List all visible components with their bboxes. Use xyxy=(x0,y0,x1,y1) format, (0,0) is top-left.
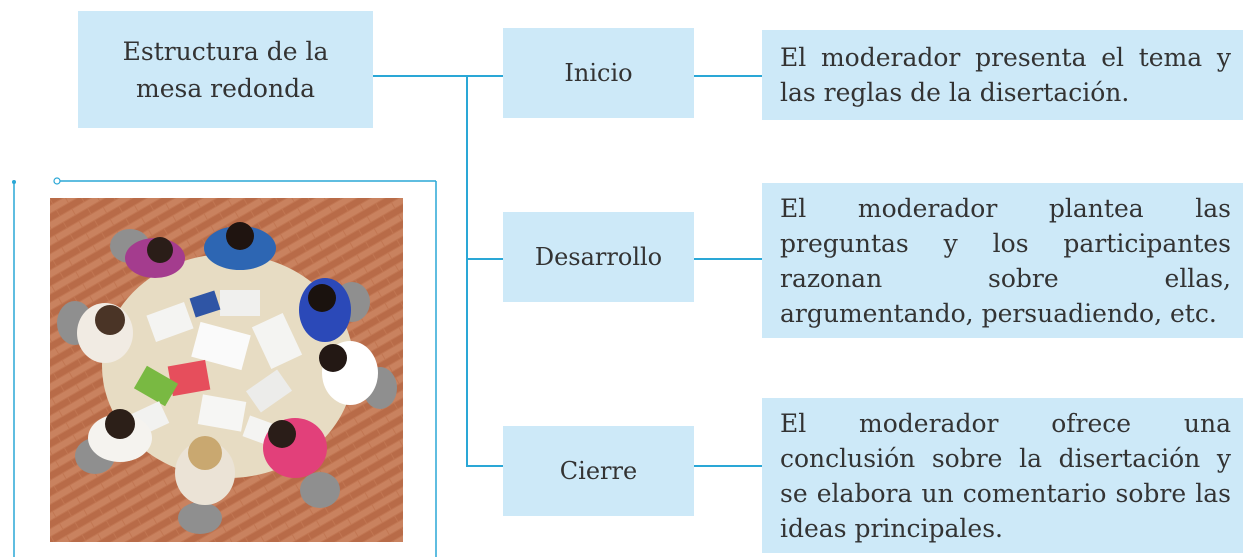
description-text: El moderador plantea las preguntas y los… xyxy=(780,193,1231,328)
connector-inicio-to-desc xyxy=(694,75,762,77)
description-cierre: El moderador ofrece una conclusión sobre… xyxy=(762,398,1243,553)
stage-label: Cierre xyxy=(559,457,638,485)
description-text: El moderador ofrece una conclusión sobre… xyxy=(780,408,1231,543)
stage-node-inicio: Inicio xyxy=(503,28,694,118)
connector-trunk-to-desarrollo xyxy=(466,258,503,260)
root-node: Estructura de la mesa redonda xyxy=(78,11,373,128)
stage-label: Desarrollo xyxy=(534,243,663,271)
connector-cierre-to-desc xyxy=(694,465,762,467)
root-title-line-2: mesa redonda xyxy=(136,73,315,103)
description-inicio: El moderador presenta el tema y las regl… xyxy=(762,30,1243,120)
description-text: El moderador presenta el tema y las regl… xyxy=(780,43,1231,107)
connector-root-to-trunk xyxy=(373,75,503,77)
description-desarrollo: El moderador plantea las preguntas y los… xyxy=(762,183,1243,338)
stage-node-cierre: Cierre xyxy=(503,426,694,516)
round-table-photo xyxy=(50,198,403,542)
connector-trunk-to-cierre xyxy=(466,465,503,467)
stage-label: Inicio xyxy=(564,59,633,87)
connector-trunk xyxy=(466,75,468,466)
stage-node-desarrollo: Desarrollo xyxy=(503,212,694,302)
root-title-line-1: Estructura de la xyxy=(122,36,329,66)
connector-desarrollo-to-desc xyxy=(694,258,762,260)
